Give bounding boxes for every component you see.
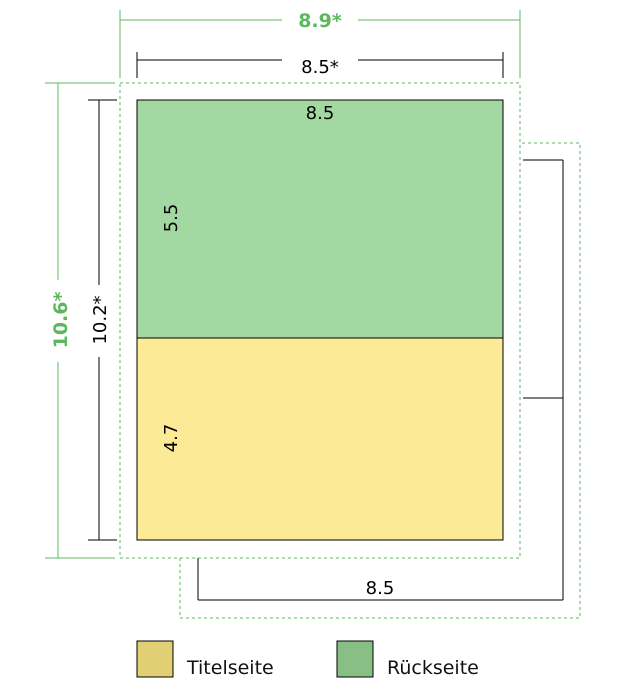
legend-title-swatch — [136, 640, 174, 678]
back-height-label: 5.5 — [161, 204, 182, 233]
rear-width-label: 8.5 — [366, 578, 395, 599]
outer-height-label: 10.6* — [50, 292, 72, 349]
legend-title-label: Titelseite — [186, 657, 274, 679]
title-page-region — [136, 337, 504, 541]
legend-back-label: Rückseite — [387, 657, 479, 679]
outer-height-dimension — [45, 82, 115, 559]
outer-width-label: 8.9* — [298, 10, 342, 32]
back-cover-region — [136, 99, 504, 339]
inner-width-dimension — [136, 52, 504, 78]
rear-page-bracket — [197, 159, 564, 601]
inner-height-label: 10.2* — [90, 295, 111, 344]
legend-back-swatch — [336, 640, 374, 678]
inner-height-dimension — [88, 99, 117, 541]
outer-width-dimension — [119, 10, 521, 78]
back-width-label: 8.5 — [306, 103, 335, 124]
title-height-label: 4.7 — [161, 424, 182, 453]
inner-width-label: 8.5* — [301, 57, 339, 78]
